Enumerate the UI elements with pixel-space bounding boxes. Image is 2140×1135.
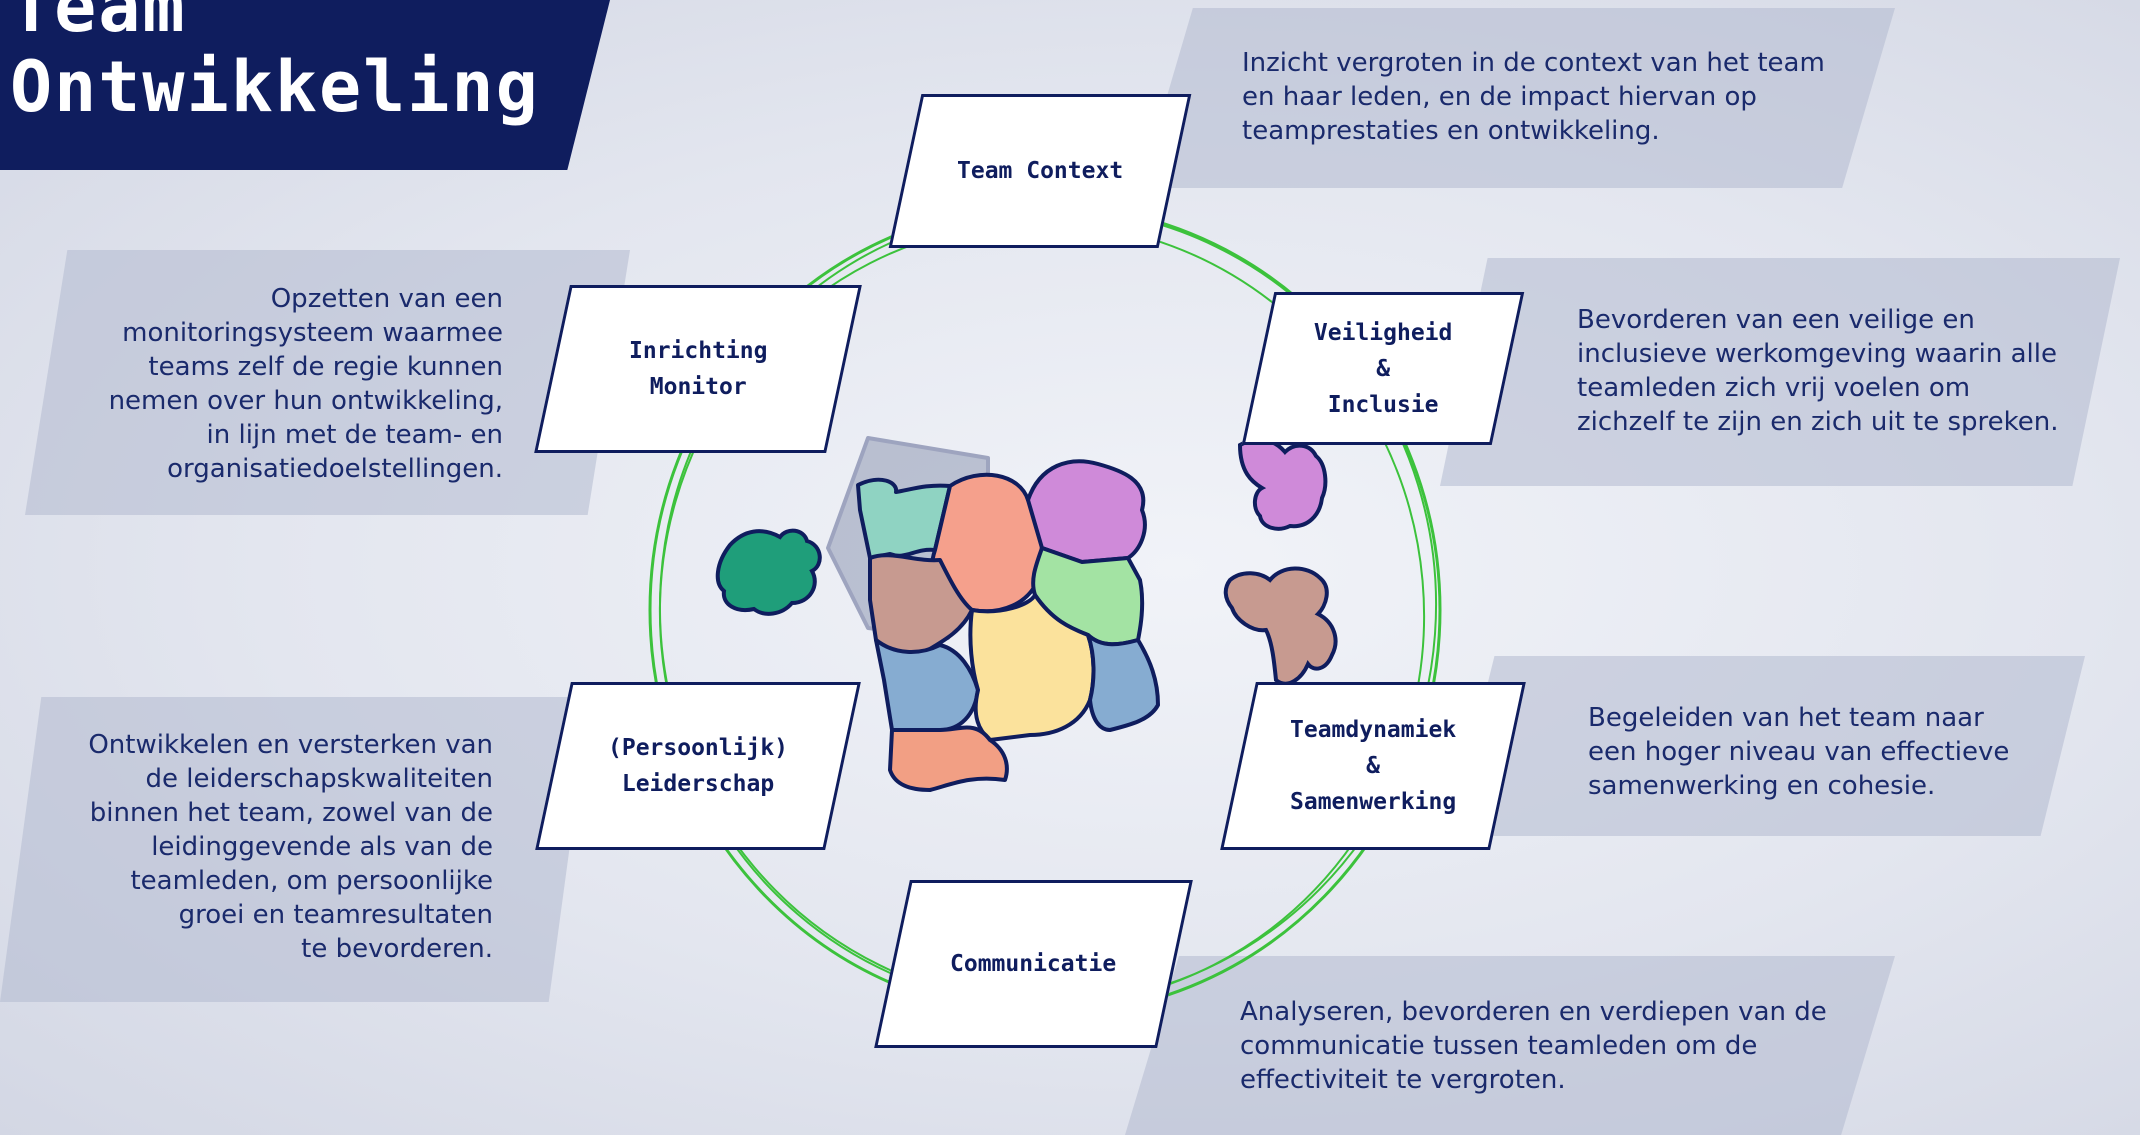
box-team-context: Team Context bbox=[888, 94, 1192, 248]
desc-teamdynamiek: Begeleiden van het team naar een hoger n… bbox=[1588, 703, 2010, 801]
puzzle-piece-purple-icon bbox=[1237, 437, 1328, 531]
band-team-context bbox=[1140, 8, 1895, 188]
puzzle-center-icon bbox=[826, 436, 1160, 792]
box-veiligheid-label: Veiligheid & Inclusie bbox=[1313, 319, 1453, 418]
band-inrichting bbox=[25, 250, 630, 515]
title-line-2: Ontwikkeling bbox=[10, 46, 540, 128]
box-inrichting-label: Inrichting Monitor bbox=[628, 338, 768, 400]
puzzle-piece-taupe-icon bbox=[1223, 566, 1338, 686]
box-veiligheid-inclusie: Veiligheid & Inclusie bbox=[1241, 292, 1525, 445]
box-persoonlijk-leiderschap: (Persoonlijk) Leiderschap bbox=[535, 682, 861, 850]
desc-inrichting: Opzetten van een monitoringsysteem waarm… bbox=[108, 284, 503, 484]
box-communicatie: Communicatie bbox=[874, 880, 1193, 1048]
box-teamdynamiek-label: Teamdynamiek & Samenwerking bbox=[1289, 717, 1457, 815]
desc-leiderschap: Ontwikkelen en versterken van de leiders… bbox=[88, 730, 493, 964]
puzzle-piece-green-icon bbox=[715, 528, 822, 616]
band-veiligheid bbox=[1440, 258, 2120, 486]
box-communicatie-label: Communicatie bbox=[950, 951, 1117, 977]
desc-team-context: Inzicht vergroten in de context van het … bbox=[1242, 48, 1825, 146]
box-inrichting-monitor: Inrichting Monitor bbox=[534, 285, 862, 453]
desc-communicatie: Analyseren, bevorderen en verdiepen van … bbox=[1240, 997, 1827, 1095]
desc-veiligheid: Bevorderen van een veilige en inclusieve… bbox=[1577, 305, 2059, 437]
box-team-context-label: Team Context bbox=[956, 158, 1124, 184]
band-communicatie bbox=[1125, 956, 1895, 1135]
box-teamdynamiek-samenwerking: Teamdynamiek & Samenwerking bbox=[1220, 682, 1526, 850]
band-leiderschap bbox=[0, 697, 590, 1002]
title-banner: Team Ontwikkeling bbox=[0, 0, 610, 170]
box-leiderschap-label: (Persoonlijk) Leiderschap bbox=[607, 735, 788, 797]
band-teamdynamiek bbox=[1450, 656, 2085, 836]
title-line-1: Team bbox=[10, 0, 187, 48]
